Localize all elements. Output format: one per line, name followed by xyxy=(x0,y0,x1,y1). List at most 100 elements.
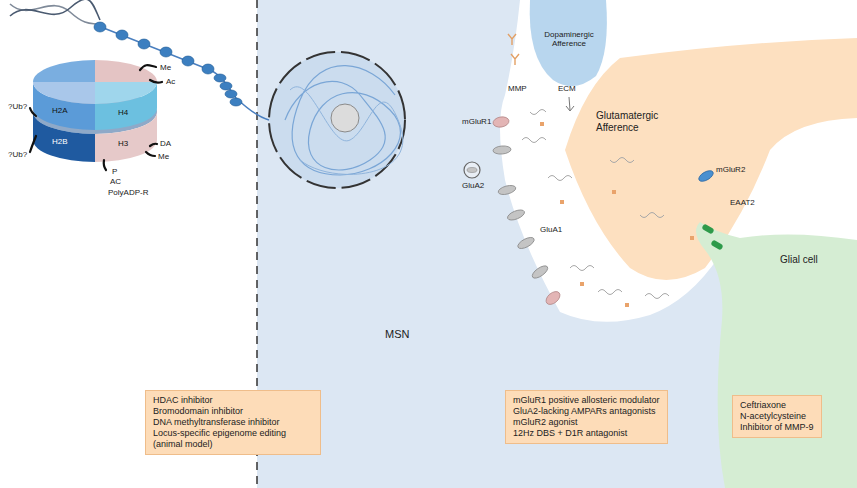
structure-label: MMP xyxy=(508,84,527,93)
structure-label: mGluR1 xyxy=(462,117,491,126)
ecm-fibre xyxy=(598,290,622,295)
nucleosome xyxy=(214,74,226,82)
histone-h2a xyxy=(33,82,95,130)
ampa-receptors xyxy=(493,145,550,280)
eaat2-transporter xyxy=(710,239,723,250)
node-label: Glial cell xyxy=(780,254,818,265)
nucleosome xyxy=(116,30,128,40)
nucleosome xyxy=(94,22,106,32)
ecm-fibre xyxy=(640,213,664,218)
chromatin xyxy=(285,66,400,175)
histone-tail xyxy=(104,160,106,170)
histone-tail xyxy=(150,144,157,146)
ecm-fibre xyxy=(645,294,669,299)
structure-label: mGluR1 xyxy=(462,117,491,126)
vesicle xyxy=(464,162,480,178)
histone-face xyxy=(95,82,157,104)
structure-label: EAAT2 xyxy=(730,198,755,207)
mmp-markers xyxy=(540,122,694,307)
histone-tail xyxy=(30,136,36,152)
msn-body xyxy=(257,0,857,488)
nucleosome xyxy=(220,82,232,90)
nucleus xyxy=(269,52,405,188)
mmp-marker xyxy=(690,236,694,240)
histone-label: H4 xyxy=(118,108,128,117)
node-label: MSN xyxy=(385,328,409,340)
mmp-marker xyxy=(612,190,616,194)
treatment-item: DNA methyltransferase inhibitor xyxy=(153,417,313,428)
dopamine-receptor xyxy=(508,34,519,65)
eaat2-transporter xyxy=(701,223,714,234)
ecm-fibre xyxy=(522,138,546,143)
nucleosome xyxy=(182,56,194,66)
modification-label: DA xyxy=(160,139,171,148)
afference-terminal: Dopaminergic Afference xyxy=(536,30,602,48)
treatment-box: mGluR1 positive allosteric modulatorGluA… xyxy=(505,390,668,444)
ampa-receptor xyxy=(493,145,512,155)
histone-label: H2B xyxy=(52,137,68,146)
treatment-box: CeftriaxoneN-acetylcysteineInhibitor of … xyxy=(732,395,822,438)
glial-cell-shape xyxy=(696,222,857,488)
chromatin xyxy=(290,87,403,175)
structure-label: ECM xyxy=(558,84,576,93)
histone-label: H4 xyxy=(118,108,128,117)
mmp-marker xyxy=(560,200,564,204)
histone-tail xyxy=(30,108,36,116)
histone-label: H3 xyxy=(118,139,128,148)
node-label: Glutamatergic Afference xyxy=(596,110,688,133)
treatment-item: N-acetylcysteine xyxy=(740,411,814,422)
histone-octamer xyxy=(33,60,157,162)
treatment-item: Ceftriaxone xyxy=(740,400,814,411)
dopaminergic-terminal xyxy=(530,0,607,86)
histone-h4 xyxy=(95,82,157,130)
node-label: Dopaminergic Afference xyxy=(536,30,602,48)
modification-label: AC xyxy=(110,177,121,186)
structure-label: GluA2 xyxy=(462,181,484,190)
histone-face xyxy=(33,60,95,82)
nucleosome xyxy=(160,47,172,57)
afference-terminal: Glutamatergic Afference xyxy=(596,110,688,133)
histone-label: H3 xyxy=(118,139,128,148)
treatment-item: Locus-specific epigenome editing (animal… xyxy=(153,428,313,450)
modification-label: ?Ub? xyxy=(8,150,27,159)
mmp-marker xyxy=(625,303,629,307)
histone-tail xyxy=(140,65,156,70)
nucleosome xyxy=(138,39,150,49)
ecm-fibres xyxy=(522,110,669,299)
modification-label: Ac xyxy=(166,77,175,86)
modification-label: Me xyxy=(158,152,169,161)
histone-label: H2A xyxy=(52,106,68,115)
treatment-item: mGluR1 positive allosteric modulator xyxy=(513,395,660,406)
structure-label: EAAT2 xyxy=(730,198,755,207)
treatment-item: 12Hz DBS + D1R antagonist xyxy=(513,428,660,439)
modification-label: PolyADP-R xyxy=(108,188,148,197)
modification-label: AC xyxy=(110,177,121,186)
mglur1-receptor xyxy=(492,116,509,129)
cell-region: Glial cellCeftriaxoneN-acetylcysteineInh… xyxy=(712,240,857,488)
modification-label: Ac xyxy=(166,77,175,86)
mmp-marker xyxy=(580,282,584,286)
treatment-item: Bromodomain inhibitor xyxy=(153,406,313,417)
nucleosome xyxy=(230,98,242,106)
treatment-item: Inhibitor of MMP-9 xyxy=(740,422,814,433)
structure-label: ECM xyxy=(558,84,576,93)
histone-tails xyxy=(30,65,162,170)
ecm-fibre xyxy=(610,158,634,163)
nucleosome xyxy=(202,64,214,74)
modification-label: Me xyxy=(160,63,171,72)
structure-label: mGluR2 xyxy=(716,165,745,174)
ampa-receptor xyxy=(530,264,549,281)
modification-label: P xyxy=(112,167,117,176)
structure-label: GluA1 xyxy=(540,225,562,234)
modification-label: DA xyxy=(160,139,171,148)
modification-label: Me xyxy=(160,63,171,72)
histone-label: H2B xyxy=(52,137,68,146)
nucleolus xyxy=(331,104,359,132)
ecm-fibre xyxy=(548,176,572,181)
structure-label: GluA1 xyxy=(540,225,562,234)
ecm-fibre xyxy=(570,266,594,271)
treatment-item: mGluR2 agonist xyxy=(513,417,660,428)
cell-region: MSNmGluR1 positive allosteric modulatorG… xyxy=(257,0,707,488)
treatment-item: GluA2-lacking AMPARs antagonists xyxy=(513,406,660,417)
